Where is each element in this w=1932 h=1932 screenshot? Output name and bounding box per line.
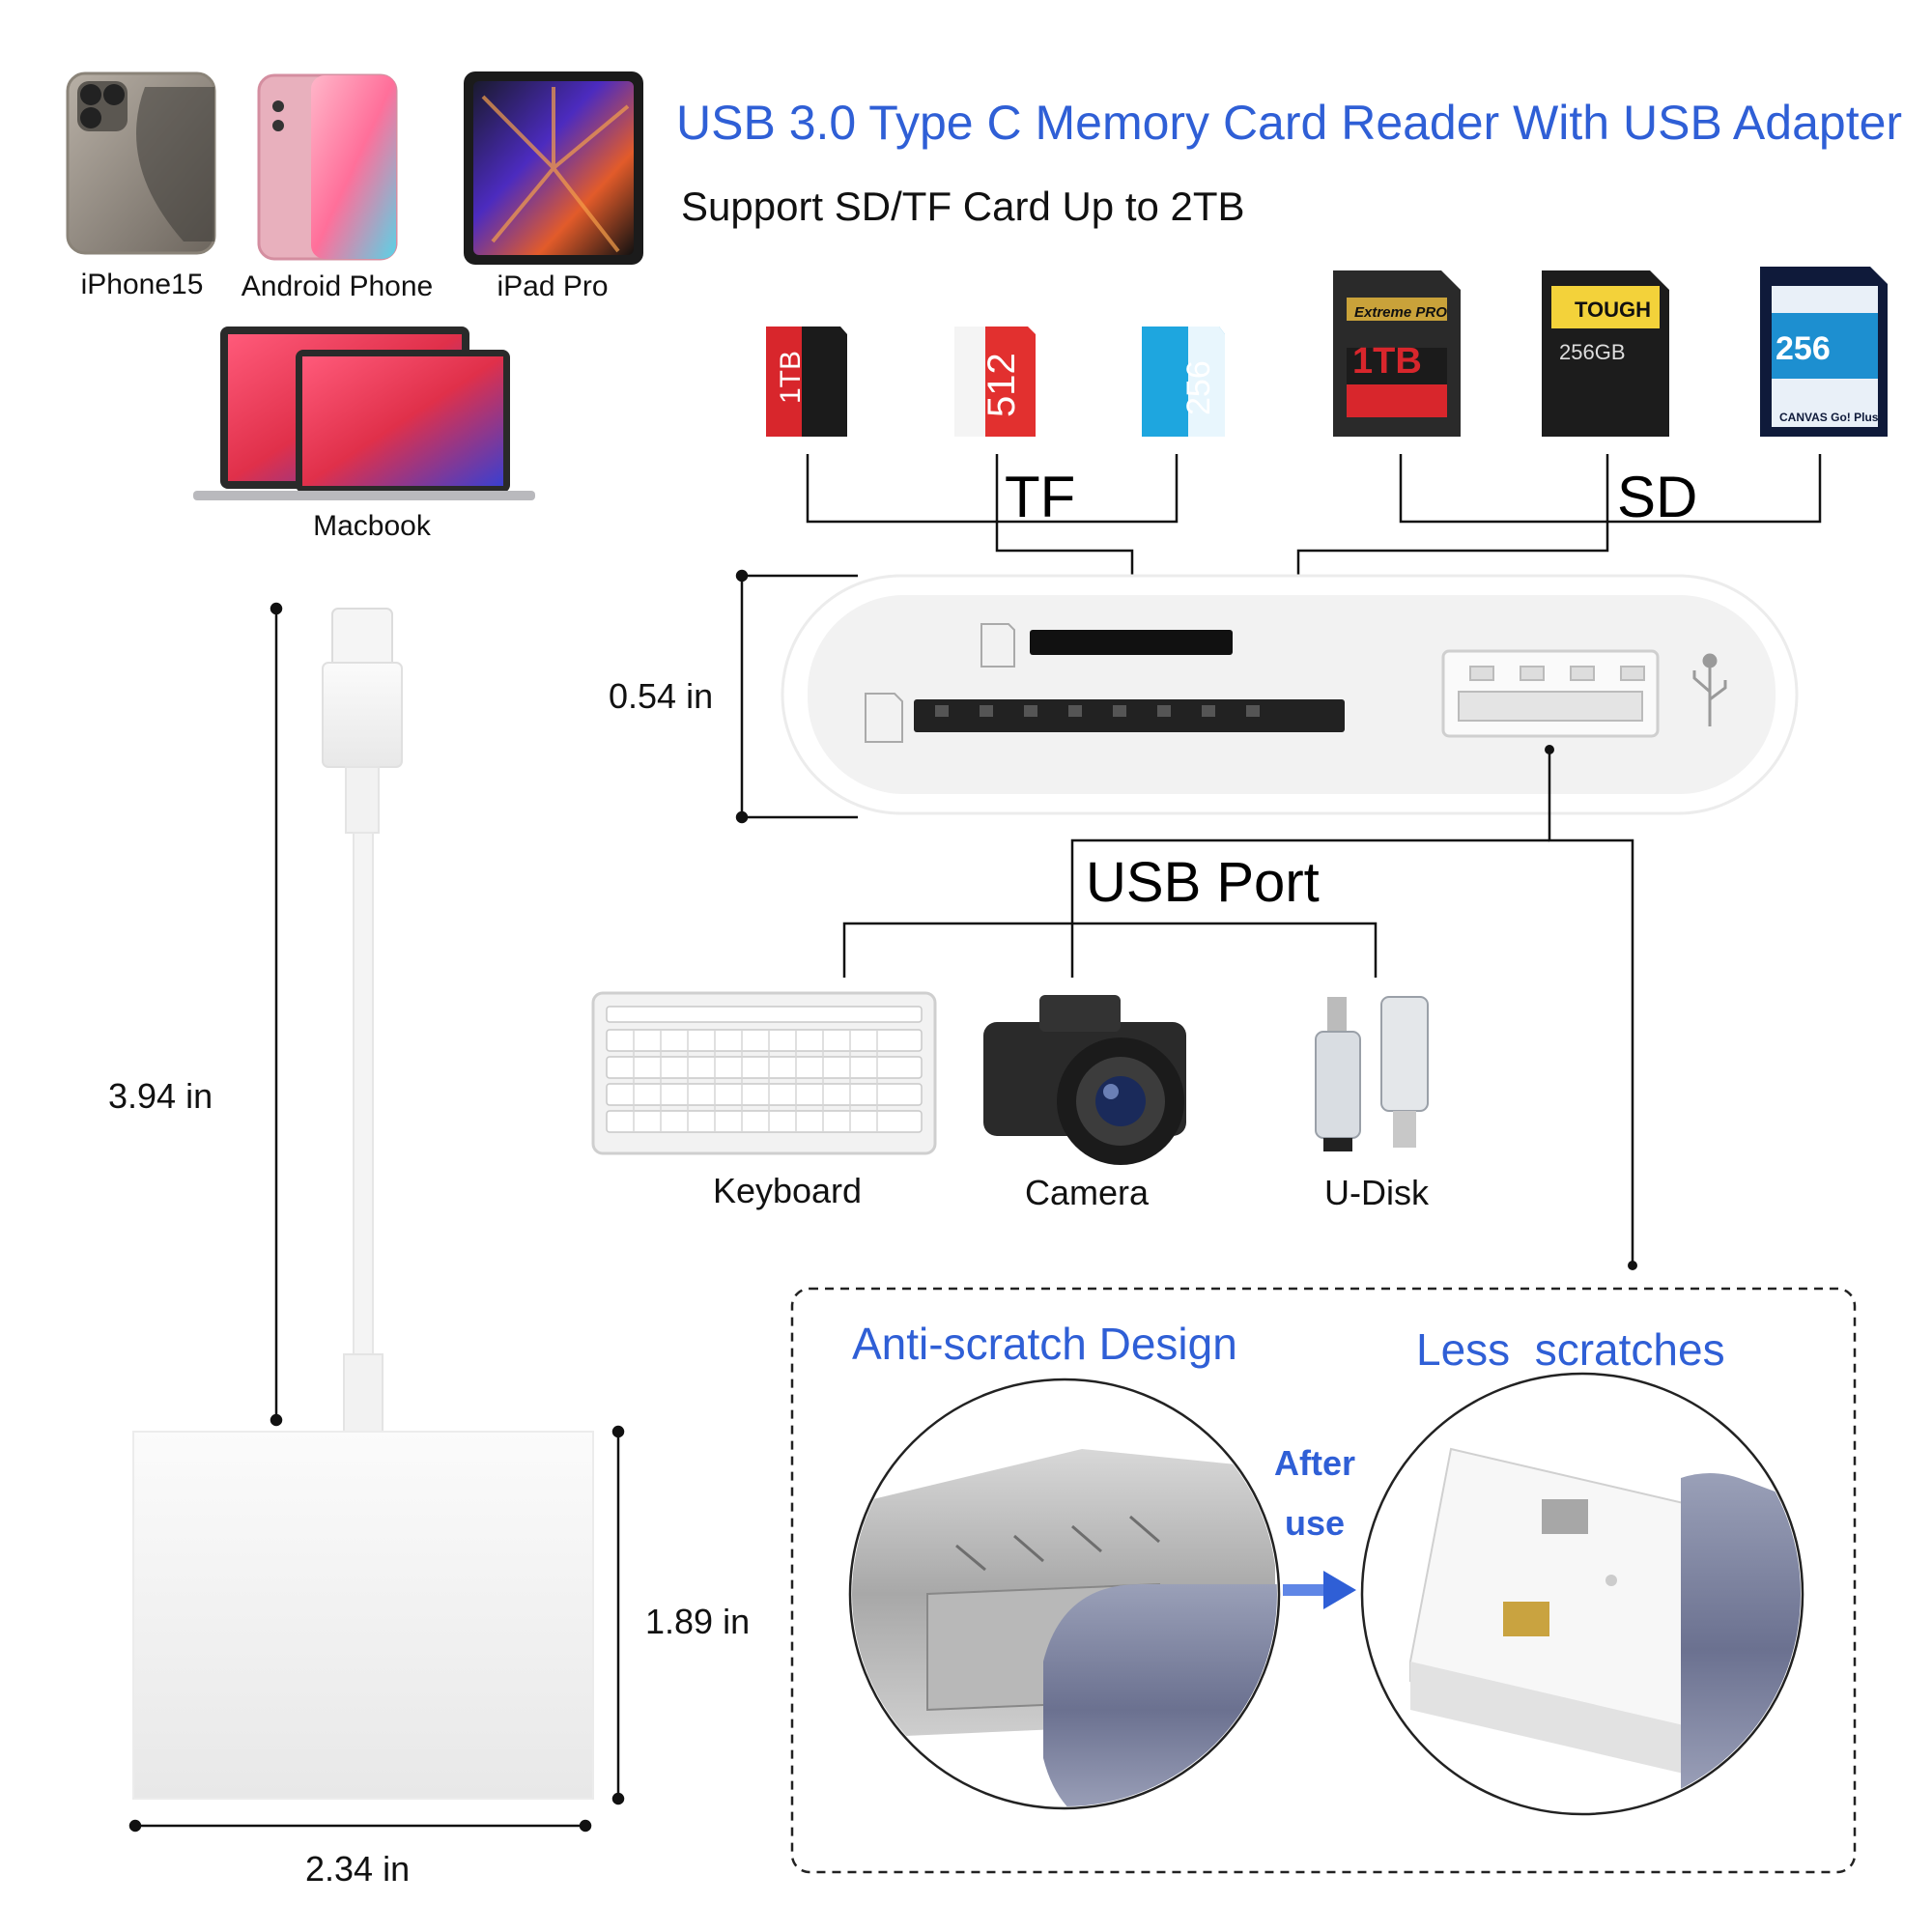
clean-usb-closeup-icon	[1360, 1372, 1804, 1816]
usb-drive-icon	[1315, 996, 1429, 1151]
tf2-capacity: 512	[980, 353, 1023, 417]
ipad-pro-icon	[464, 71, 643, 265]
body-height-dimension-line	[611, 1425, 625, 1805]
after-use-line1: After	[1273, 1443, 1355, 1483]
arrow-right-icon	[1283, 1571, 1356, 1609]
usb-port-pointer-dot	[1545, 745, 1554, 754]
accessory-label-udisk: U-Disk	[1324, 1173, 1429, 1212]
sd-card-extreme-pro-icon: Extreme PRO 1TB	[1333, 270, 1461, 437]
sd-card-tough-icon: TOUGH 256GB	[1542, 270, 1669, 437]
android-phone-icon	[257, 73, 398, 261]
body-height-dimension: 1.89 in	[645, 1602, 751, 1641]
accessory-label-keyboard: Keyboard	[712, 1171, 863, 1210]
usb-port-connector-lines	[842, 750, 1634, 1265]
tf-card-evo-plus-icon	[954, 327, 1036, 437]
svg-text:Extreme PRO: Extreme PRO	[1354, 304, 1447, 321]
macbook-icon	[193, 327, 535, 500]
device-label-ipad: iPad Pro	[497, 270, 609, 302]
page-title: USB 3.0 Type C Memory Card Reader With U…	[676, 96, 1903, 150]
tf-label: TF	[1005, 465, 1076, 529]
scratched-usb-closeup-icon	[848, 1378, 1281, 1810]
body-width-dimension-line	[128, 1819, 592, 1833]
device-label-iphone15: iPhone15	[80, 269, 204, 300]
svg-text:CANVAS Go! Plus: CANVAS Go! Plus	[1779, 411, 1879, 424]
sd-label: SD	[1617, 465, 1698, 529]
card-reader-top-view	[781, 574, 1799, 815]
adapter-side-view	[132, 608, 594, 1800]
after-use-label: After use	[1262, 1434, 1368, 1553]
anti-scratch-pointer-dot	[1628, 1261, 1637, 1270]
camera-icon	[983, 995, 1186, 1165]
svg-text:256GB: 256GB	[1559, 340, 1626, 364]
usb-symbol-icon	[1692, 653, 1727, 726]
svg-text:1TB: 1TB	[1352, 341, 1422, 382]
page-subtitle: Support SD/TF Card Up to 2TB	[681, 184, 1245, 229]
tf-card-exceria-icon	[1142, 327, 1225, 437]
anti-scratch-panel-border	[790, 1287, 1857, 1874]
svg-text:256: 256	[1776, 330, 1831, 367]
accessory-label-camera: Camera	[1024, 1173, 1150, 1212]
sd-card-canvas-go-plus-icon: 256 CANVAS Go! Plus	[1760, 267, 1888, 437]
body-width-dimension: 2.34 in	[305, 1849, 411, 1889]
device-label-macbook: Macbook	[313, 510, 431, 542]
tf-card-extreme-pro-icon	[766, 327, 847, 437]
tf1-capacity: 1TB	[775, 351, 807, 404]
cable-length-dimension-line	[270, 602, 283, 1427]
usb-port-label: USB Port	[1086, 851, 1320, 914]
svg-text:TOUGH: TOUGH	[1575, 298, 1651, 322]
iphone15-icon	[66, 71, 216, 255]
reader-height-dimension: 0.54 in	[609, 676, 714, 716]
cable-length-dimension: 3.94 in	[108, 1076, 213, 1116]
anti-scratch-title: Anti-scratch Design	[852, 1319, 1237, 1369]
keyboard-icon	[591, 991, 937, 1155]
less-scratches-title: Less scratches	[1416, 1324, 1725, 1375]
after-use-line2: use	[1284, 1503, 1346, 1543]
height-dimension-line	[735, 569, 858, 824]
tf3-capacity: 256	[1180, 360, 1217, 415]
device-label-android: Android Phone	[241, 270, 434, 302]
